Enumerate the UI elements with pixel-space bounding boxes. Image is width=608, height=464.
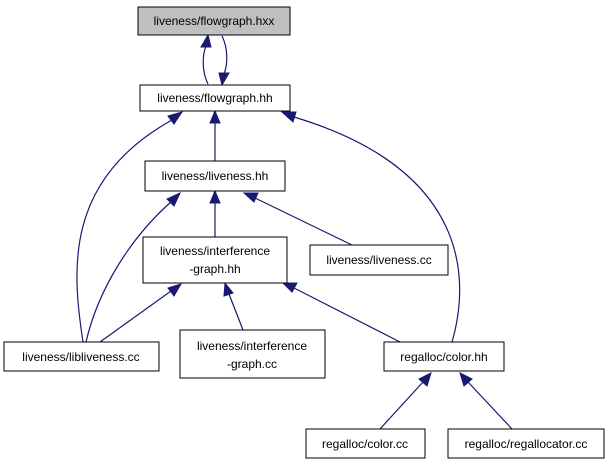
edge-arrow xyxy=(209,109,221,124)
edge-libliveness-cc-to-interference-hh xyxy=(99,290,172,343)
edge-arrow xyxy=(418,372,432,387)
node-label: liveness/liveness.cc xyxy=(326,253,431,267)
node-label: -graph.hh xyxy=(189,262,240,276)
edge-flowgraph-hh-to-flowgraph-hxx xyxy=(202,45,209,85)
node-flowgraph-hxx[interactable]: liveness/flowgraph.hxx xyxy=(137,6,291,36)
node-label: regalloc/color.cc xyxy=(322,437,408,451)
node-label: -graph.cc xyxy=(227,357,277,371)
node-label: regalloc/color.hh xyxy=(400,350,487,364)
node-label: liveness/flowgraph.hh xyxy=(157,91,272,105)
node-label: regalloc/regallocator.cc xyxy=(465,437,588,451)
edge-color-hh-to-flowgraph-hh xyxy=(293,116,461,343)
node-libliveness-cc[interactable]: liveness/libliveness.cc xyxy=(3,341,160,372)
node-flowgraph-hh[interactable]: liveness/flowgraph.hh xyxy=(139,84,291,112)
edge-color-hh-to-interference-hh xyxy=(293,287,401,343)
node-interference-graph-cc[interactable]: liveness/interference -graph.cc xyxy=(179,329,326,379)
node-regalloc-color-hh[interactable]: regalloc/color.hh xyxy=(383,341,505,372)
node-label: liveness/liveness.hh xyxy=(162,169,269,183)
edge-arrow xyxy=(242,192,259,203)
edge-arrow xyxy=(459,372,473,387)
node-label: liveness/flowgraph.hxx xyxy=(154,14,275,28)
edge-regallocator-cc-to-color-hh xyxy=(467,381,513,430)
node-regalloc-color-cc[interactable]: regalloc/color.cc xyxy=(305,428,426,459)
edge-arrow xyxy=(200,33,212,48)
node-label: liveness/interference xyxy=(197,339,307,353)
edge-arrow xyxy=(223,281,234,297)
edge-arrow xyxy=(281,282,298,293)
node-label: liveness/interference xyxy=(160,244,270,258)
node-liveness-cc[interactable]: liveness/liveness.cc xyxy=(309,244,449,276)
edge-libliveness-cc-to-flowgraph-hh xyxy=(76,119,173,343)
nodes: liveness/flowgraph.hxx liveness/flowgrap… xyxy=(3,6,605,459)
edge-arrow xyxy=(218,72,230,87)
node-interference-graph-hh[interactable]: liveness/interference -graph.hh xyxy=(142,236,288,284)
edges xyxy=(76,33,513,430)
node-liveness-hh[interactable]: liveness/liveness.hh xyxy=(144,160,286,192)
edge-liveness-cc-to-liveness-hh xyxy=(254,197,353,246)
node-label: liveness/libliveness.cc xyxy=(22,350,139,364)
edge-libliveness-cc-to-liveness-hh xyxy=(85,200,173,343)
edge-arrow xyxy=(280,111,297,123)
edge-arrow xyxy=(167,111,184,125)
edge-color-cc-to-color-hh xyxy=(379,381,424,430)
edge-arrow xyxy=(166,191,182,207)
edge-interference-cc-to-interference-hh xyxy=(228,293,244,331)
edge-flowgraph-hxx-to-flowgraph-hh xyxy=(221,35,228,75)
edge-arrow xyxy=(167,283,183,297)
node-regalloc-regallocator-cc[interactable]: regalloc/regallocator.cc xyxy=(447,428,605,459)
edge-arrow xyxy=(209,189,221,204)
